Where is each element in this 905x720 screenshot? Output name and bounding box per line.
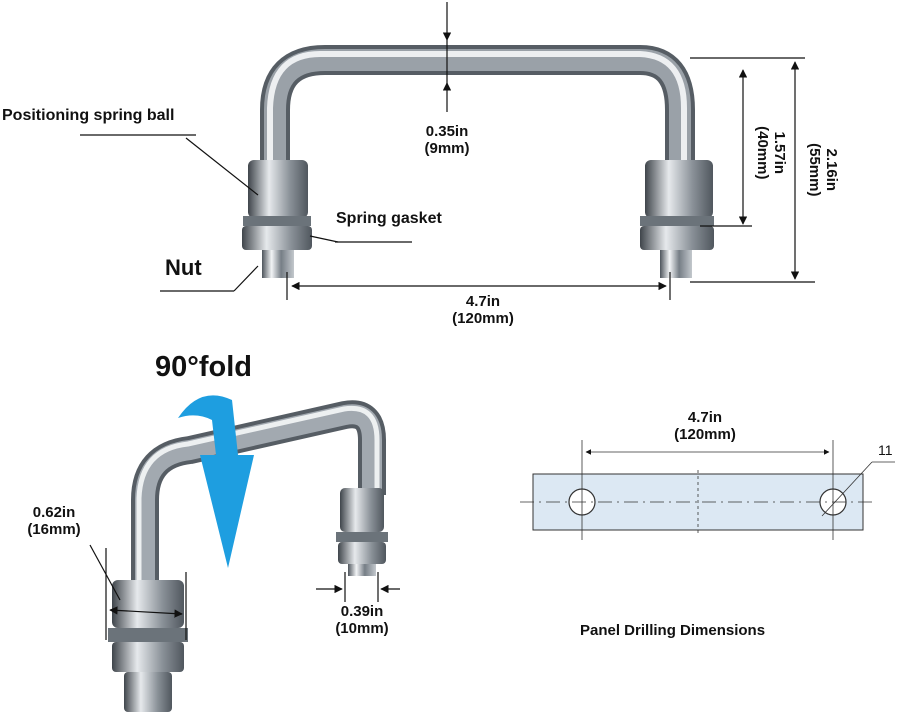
dim-bolt-width-in: 0.39in [340, 603, 384, 620]
dim-base-width-in: 0.62in [32, 504, 76, 521]
dim-rod-diameter: 0.35in (9mm) [405, 123, 489, 158]
panel-title: Panel Drilling Dimensions [580, 622, 766, 639]
label-positioning-spring-ball: Positioning spring ball [2, 107, 175, 124]
dim-total-height-mm: (55mm) [806, 143, 823, 197]
label-fold: 90°fold [155, 351, 252, 383]
folded-handle [108, 400, 388, 712]
dim-hole-spacing: 4.7in (120mm) [650, 409, 760, 444]
top-dimension-lines [80, 2, 815, 300]
dim-base-width: 0.62in (16mm) [8, 504, 100, 539]
dim-base-width-mm: (16mm) [27, 520, 81, 538]
dim-total-height-in: 2.16in [822, 148, 840, 192]
label-nut: Nut [165, 255, 202, 280]
dim-rod-diameter-in: 0.35in [425, 123, 469, 140]
dim-hole-size: 11 [878, 442, 893, 458]
dim-hole-spacing-in: 4.7in [687, 409, 723, 426]
dim-inner-height-mm: (40mm) [754, 126, 771, 180]
fold-arrow [178, 395, 254, 568]
dim-inner-height: 1.57in (40mm) [753, 111, 788, 195]
dim-bolt-width: 0.39in (10mm) [316, 603, 408, 638]
top-handle [242, 45, 714, 278]
dim-hole-spacing-mm: (120mm) [674, 425, 736, 443]
dim-bolt-width-mm: (10mm) [335, 619, 389, 637]
dim-rod-diameter-mm: (9mm) [424, 139, 470, 157]
dim-total-height: 2.16in (55mm) [805, 128, 840, 212]
dim-width-in: 4.7in [465, 293, 501, 310]
nut-shape [242, 226, 312, 250]
positioning-spring-ball-housing [248, 160, 308, 218]
dim-width-mm: (120mm) [452, 309, 514, 327]
dim-inner-height-in: 1.57in [770, 131, 788, 175]
dim-width: 4.7in (120mm) [428, 293, 538, 328]
drilling-panel [520, 440, 895, 540]
label-spring-gasket: Spring gasket [336, 210, 442, 227]
bottom-dimension-lines [89, 544, 400, 640]
